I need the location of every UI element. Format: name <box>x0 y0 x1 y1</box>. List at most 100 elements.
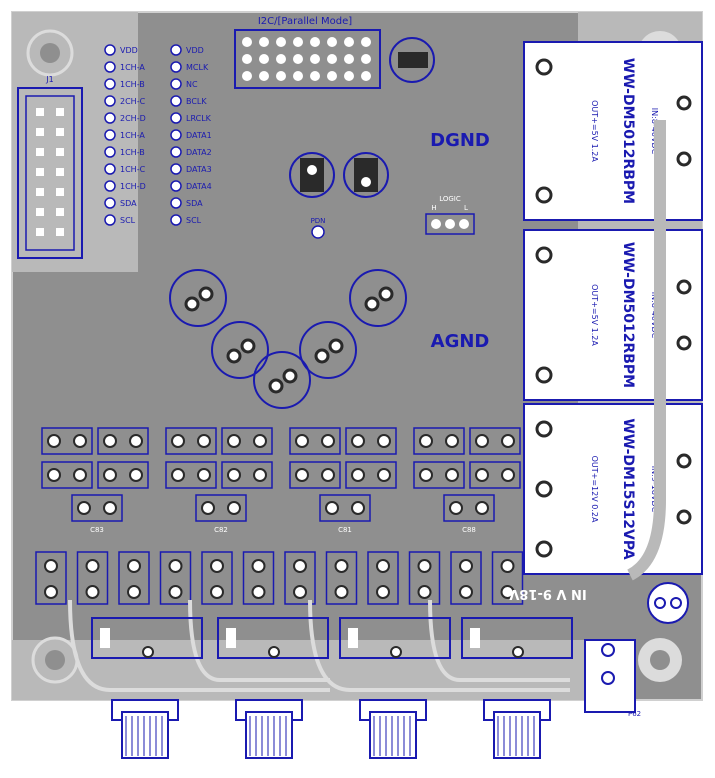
rca-jack-body <box>493 711 541 759</box>
module-pin <box>535 246 553 264</box>
module-title: WW-DM5012RBPM <box>620 242 636 388</box>
left-pin-pad <box>104 197 116 209</box>
j1-pin <box>36 188 44 196</box>
j1-pin <box>56 188 64 196</box>
left-pin-pad <box>104 129 116 141</box>
terminal-pad <box>475 434 489 448</box>
right-pin-pad <box>170 44 182 56</box>
header-pin <box>344 37 354 47</box>
logic-jumper: LOGIC H L <box>425 195 475 235</box>
output-block-pad <box>142 646 154 658</box>
output-cap-pad <box>293 559 307 573</box>
output-cap-outline <box>491 551 524 605</box>
terminal-pad <box>377 468 391 482</box>
header-pin <box>276 37 286 47</box>
vplus-cap-label: C83 <box>90 526 104 534</box>
left-pin-pad <box>104 61 116 73</box>
terminal-block <box>165 461 217 489</box>
output-cap-pad <box>168 559 183 573</box>
output-block-pad <box>348 628 358 648</box>
output-cap-pad <box>417 559 432 573</box>
left-pin-pad <box>104 112 116 124</box>
output-block-pad <box>512 646 524 658</box>
terminal-pad <box>253 434 267 448</box>
right-pin-pad <box>170 163 182 175</box>
rca-output-jacks <box>111 699 551 759</box>
output-block-pad <box>470 628 480 648</box>
mid-capacitors <box>289 152 389 198</box>
left-pin-pad <box>104 180 116 192</box>
dgnd-label: DGND <box>430 130 490 151</box>
opamp-outline <box>169 269 227 327</box>
opamp-outline <box>349 269 407 327</box>
header-pin <box>259 54 269 64</box>
output-cap-outline <box>76 551 109 605</box>
header-pin <box>242 54 252 64</box>
opamp-outline <box>253 351 311 409</box>
header-pin <box>361 37 371 47</box>
terminal-pad <box>129 468 143 482</box>
left-pin-pad <box>104 78 116 90</box>
right-pin-label: SDA <box>186 199 203 208</box>
terminal-pad <box>351 468 365 482</box>
right-pin-label: LRCLK <box>186 114 212 123</box>
terminal-block <box>289 427 341 455</box>
power-input-connector: P62 <box>584 639 641 718</box>
right-pin-label: SCL <box>186 216 202 225</box>
opamp-outline <box>299 321 357 379</box>
terminal-pad <box>103 468 117 482</box>
module-pin <box>535 420 553 438</box>
terminal-block <box>165 427 217 455</box>
terminal-block <box>413 461 465 489</box>
left-pin-label: 1CH-A <box>120 63 145 72</box>
header-pin <box>310 71 320 81</box>
terminal-pad <box>321 434 335 448</box>
right-pin-label: DATA2 <box>186 148 212 157</box>
header-pin <box>259 37 269 47</box>
right-pin-label: DATA1 <box>186 131 212 140</box>
module-pin <box>535 540 553 558</box>
terminal-pad <box>47 434 61 448</box>
terminal-pad <box>171 468 185 482</box>
header-pin <box>276 71 286 81</box>
right-pin-label: BCLK <box>186 97 207 106</box>
output-cap-pad <box>85 559 100 573</box>
header-pin <box>310 54 320 64</box>
header-pin <box>242 71 252 81</box>
terminal-pad <box>475 468 489 482</box>
terminal-pad <box>47 468 61 482</box>
left-pin-label: SCL <box>120 216 136 225</box>
p62-label: P62 <box>628 710 641 718</box>
j1-pin <box>56 108 64 116</box>
header-pin <box>293 54 303 64</box>
module-pin <box>676 151 692 167</box>
terminal-block <box>41 461 93 489</box>
right-pin-pad <box>170 180 182 192</box>
module-output-spec: OUT+=5V 1.2A <box>590 284 599 346</box>
opamp-outline <box>211 321 269 379</box>
terminal-pad <box>171 434 185 448</box>
vplus-cap-block <box>71 494 123 522</box>
mode-label: I2C/[Parallel Mode] <box>258 16 352 27</box>
left-pin-pad <box>104 163 116 175</box>
output-block-outline <box>339 617 451 659</box>
module-output-spec: OUT+=5V 1.2A <box>590 100 599 162</box>
left-pin-pad <box>104 214 116 226</box>
module-pin <box>676 335 692 351</box>
right-pin-label: DATA3 <box>186 165 212 174</box>
header-pin <box>259 71 269 81</box>
left-pin-pad <box>104 44 116 56</box>
j1-pin <box>36 108 44 116</box>
output-cap-outline <box>367 551 399 605</box>
terminal-pad <box>419 468 433 482</box>
module-pin <box>535 58 553 76</box>
vplus-cap-block <box>195 494 247 522</box>
terminal-pad <box>501 468 515 482</box>
output-cap-pad <box>44 559 58 573</box>
header-pin <box>276 54 286 64</box>
left-pin-label: 1CH-B <box>120 148 145 157</box>
terminal-block <box>289 461 341 489</box>
module-pin <box>535 366 553 384</box>
output-cap-outline <box>35 551 67 605</box>
